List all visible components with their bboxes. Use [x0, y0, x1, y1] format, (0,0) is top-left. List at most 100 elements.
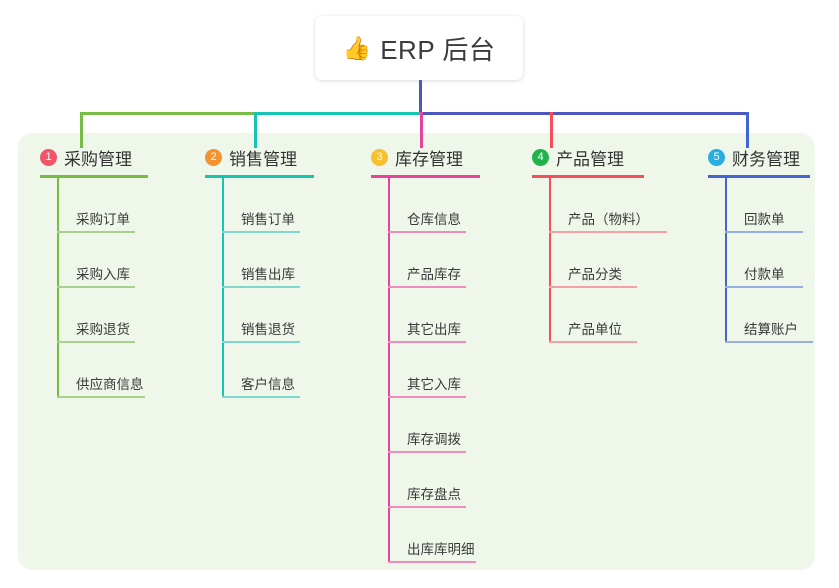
branch-item-label: 结算账户 — [744, 321, 798, 337]
branch-item-rule — [222, 341, 300, 343]
branch-item-list: 产品（物料） 产品分类产品单位 — [549, 178, 667, 343]
branch-item-label: 供应商信息 — [76, 376, 144, 392]
content-panel — [18, 133, 815, 570]
branch-item-rule — [222, 231, 300, 233]
branch-item[interactable]: 其它入库 — [388, 343, 480, 398]
branch-number-badge: 3 — [371, 148, 388, 166]
branch-item[interactable]: 产品单位 — [549, 288, 649, 343]
branch-item[interactable]: 采购订单 — [57, 178, 148, 233]
branch-underline — [708, 175, 810, 178]
branch-item[interactable]: 供应商信息 — [57, 343, 148, 398]
branch-item[interactable]: 结算账户 — [725, 288, 813, 343]
branch-item[interactable]: 客户信息 — [222, 343, 314, 398]
root-node[interactable]: 👍 ERP 后台 — [315, 16, 523, 80]
branch-item[interactable]: 回款单 — [725, 178, 810, 233]
branch-item-label: 其它入库 — [407, 376, 461, 392]
branch-item-label: 客户信息 — [241, 376, 295, 392]
branch-item[interactable]: 产品（物料） — [549, 178, 667, 233]
branch-underline — [532, 175, 644, 178]
branch-item[interactable]: 采购退货 — [57, 288, 148, 343]
branch-item-rule — [388, 451, 466, 453]
branch-item-rule — [549, 231, 667, 233]
branch-item-rule — [222, 286, 300, 288]
branch-item-label: 出库库明细 — [407, 541, 475, 557]
root-title: ERP 后台 — [380, 34, 496, 65]
branch-item-label: 产品单位 — [568, 321, 622, 337]
branch-item-label: 库存调拨 — [407, 431, 461, 447]
branch-item-label: 其它出库 — [407, 321, 461, 337]
branch-spine-line — [549, 178, 551, 343]
branch-drop-2 — [254, 112, 257, 148]
branch-underline — [205, 175, 314, 178]
branch-item-rule — [725, 231, 803, 233]
branch-item-list: 销售订单销售出库销售退货客户信息 — [222, 178, 314, 398]
branch-item[interactable]: 仓库信息 — [388, 178, 480, 233]
branch-item-rule — [388, 286, 466, 288]
branch-item[interactable]: 销售退货 — [222, 288, 314, 343]
branch-item-rule — [388, 561, 476, 563]
branch-drop-4 — [550, 112, 553, 148]
branch-underline — [40, 175, 148, 178]
branch-item[interactable]: 产品库存 — [388, 233, 480, 288]
branch-spine-line — [725, 178, 727, 343]
bus-segment-2 — [254, 112, 421, 115]
branch-item-list: 仓库信息产品库存其它出库其它入库库存调拨库存盘点出库库明细 — [388, 178, 480, 563]
branch-number-badge: 2 — [205, 148, 222, 166]
branch-item-rule — [222, 396, 300, 398]
branch-item-label: 销售退货 — [241, 321, 295, 337]
branch-item-label: 销售出库 — [241, 266, 295, 282]
branch-item-list: 回款单付款单结算账户 — [725, 178, 813, 343]
branch-item-label: 采购订单 — [76, 211, 130, 227]
branch-title: 财务管理 — [732, 149, 800, 169]
branch-item[interactable]: 销售出库 — [222, 233, 314, 288]
branch-item[interactable]: 出库库明细 — [388, 508, 480, 563]
branch-drop-5 — [746, 112, 749, 148]
branch-item-rule — [388, 396, 466, 398]
branch-header-2[interactable]: 2 销售管理 — [205, 145, 314, 169]
branch-item-rule — [57, 341, 135, 343]
branch-item-rule — [388, 506, 466, 508]
branch-title: 销售管理 — [229, 149, 297, 169]
branch-item-label: 回款单 — [744, 211, 785, 227]
branch-item[interactable]: 产品分类 — [549, 233, 649, 288]
branch-item[interactable]: 其它出库 — [388, 288, 480, 343]
branch-item-rule — [57, 286, 135, 288]
branch-item-label: 产品分类 — [568, 266, 622, 282]
branch-item-list: 采购订单采购入库采购退货供应商信息 — [57, 178, 148, 398]
branch-number-badge: 4 — [532, 148, 549, 166]
branch-item-rule — [725, 341, 813, 343]
branch-item[interactable]: 库存盘点 — [388, 453, 480, 508]
bus-segment-3 — [420, 112, 748, 115]
branch-item-label: 销售订单 — [241, 211, 295, 227]
branch-title: 采购管理 — [64, 149, 132, 169]
branch-column-2: 2 销售管理销售订单销售出库销售退货客户信息 — [205, 145, 314, 398]
branch-item-label: 库存盘点 — [407, 486, 461, 502]
branch-spine-line — [388, 178, 390, 563]
branch-item-label: 仓库信息 — [407, 211, 461, 227]
branch-item-rule — [388, 341, 466, 343]
branch-item[interactable]: 采购入库 — [57, 233, 148, 288]
branch-item-rule — [57, 396, 145, 398]
branch-header-3[interactable]: 3 库存管理 — [371, 145, 480, 169]
thumbs-up-icon: 👍 — [342, 34, 372, 61]
branch-drop-3 — [420, 112, 423, 148]
branch-item-rule — [549, 286, 637, 288]
branch-item-rule — [725, 286, 803, 288]
branch-item-label: 产品库存 — [407, 266, 461, 282]
branch-item-rule — [549, 341, 637, 343]
bus-segment-1 — [80, 112, 255, 115]
branch-item[interactable]: 库存调拨 — [388, 398, 480, 453]
branch-item-rule — [57, 231, 135, 233]
branch-item[interactable]: 销售订单 — [222, 178, 314, 233]
branch-spine-line — [222, 178, 224, 398]
branch-title: 库存管理 — [395, 149, 463, 169]
branch-item-rule — [388, 231, 466, 233]
branch-item[interactable]: 付款单 — [725, 233, 810, 288]
